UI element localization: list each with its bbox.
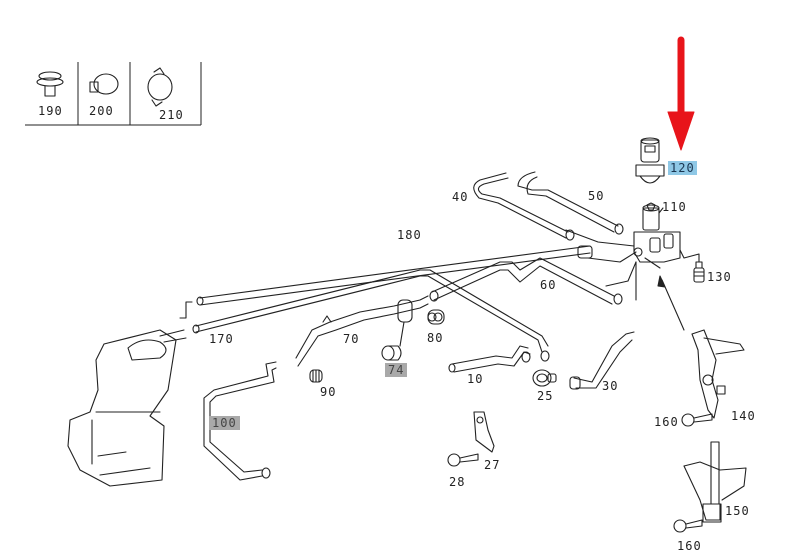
part-150-bracket[interactable] [683, 441, 747, 523]
callout-120[interactable]: 120 [668, 161, 697, 175]
part-120-actuator[interactable] [635, 137, 665, 184]
callout-74[interactable]: 74 [385, 363, 408, 377]
part-25-clamp[interactable] [532, 369, 557, 387]
hose-30[interactable] [569, 331, 635, 390]
part-80-fitting[interactable] [427, 309, 445, 325]
callout-110[interactable]: 110 [662, 200, 687, 214]
part-74-bushing[interactable] [381, 345, 402, 361]
callout-180[interactable]: 180 [397, 228, 422, 242]
part-27-bracket[interactable] [473, 411, 495, 453]
hose-100[interactable] [203, 361, 277, 481]
coolant-reservoir[interactable] [67, 329, 187, 487]
callout-27[interactable]: 27 [484, 458, 501, 472]
part-90-grommet[interactable] [309, 369, 323, 383]
part-160-screw-upper[interactable] [681, 413, 713, 427]
hose-40[interactable] [473, 172, 575, 241]
hose-50[interactable] [517, 171, 624, 235]
hose-70[interactable] [295, 295, 429, 367]
callout-160-upper[interactable]: 160 [654, 415, 679, 429]
legend-part-200[interactable]: 200 [89, 104, 114, 118]
legend-part-190[interactable]: 190 [38, 104, 63, 118]
part-28-screw[interactable] [447, 453, 479, 467]
callout-140[interactable]: 140 [731, 409, 756, 423]
pipe-180[interactable] [196, 245, 593, 306]
hose-10[interactable] [448, 345, 531, 373]
callout-30[interactable]: 30 [602, 379, 619, 393]
hose-60[interactable] [429, 257, 623, 305]
callout-90[interactable]: 90 [320, 385, 337, 399]
spring-clamp-icon [147, 67, 173, 107]
red-indicator-arrow-icon [667, 36, 695, 151]
callout-10[interactable]: 10 [467, 372, 484, 386]
callout-160-lower[interactable]: 160 [677, 539, 702, 553]
callout-25[interactable]: 25 [537, 389, 554, 403]
callout-60[interactable]: 60 [540, 278, 557, 292]
grommet-icon [36, 71, 64, 97]
legend-frame [25, 62, 202, 126]
callout-170[interactable]: 170 [209, 332, 234, 346]
part-110-valve[interactable] [633, 202, 681, 269]
callout-40[interactable]: 40 [452, 190, 469, 204]
part-140-bracket[interactable] [691, 329, 745, 419]
pipe-170[interactable] [192, 269, 550, 362]
callout-70[interactable]: 70 [343, 332, 360, 346]
callout-28[interactable]: 28 [449, 475, 466, 489]
callout-80[interactable]: 80 [427, 331, 444, 345]
callout-50[interactable]: 50 [588, 189, 605, 203]
part-160-screw-lower[interactable] [673, 519, 703, 533]
hose-clamp-icon [89, 73, 119, 95]
part-130-sensor[interactable] [693, 261, 705, 283]
callout-150[interactable]: 150 [725, 504, 750, 518]
callout-100[interactable]: 100 [209, 416, 240, 430]
callout-130[interactable]: 130 [707, 270, 732, 284]
legend-part-210[interactable]: 210 [159, 108, 184, 122]
